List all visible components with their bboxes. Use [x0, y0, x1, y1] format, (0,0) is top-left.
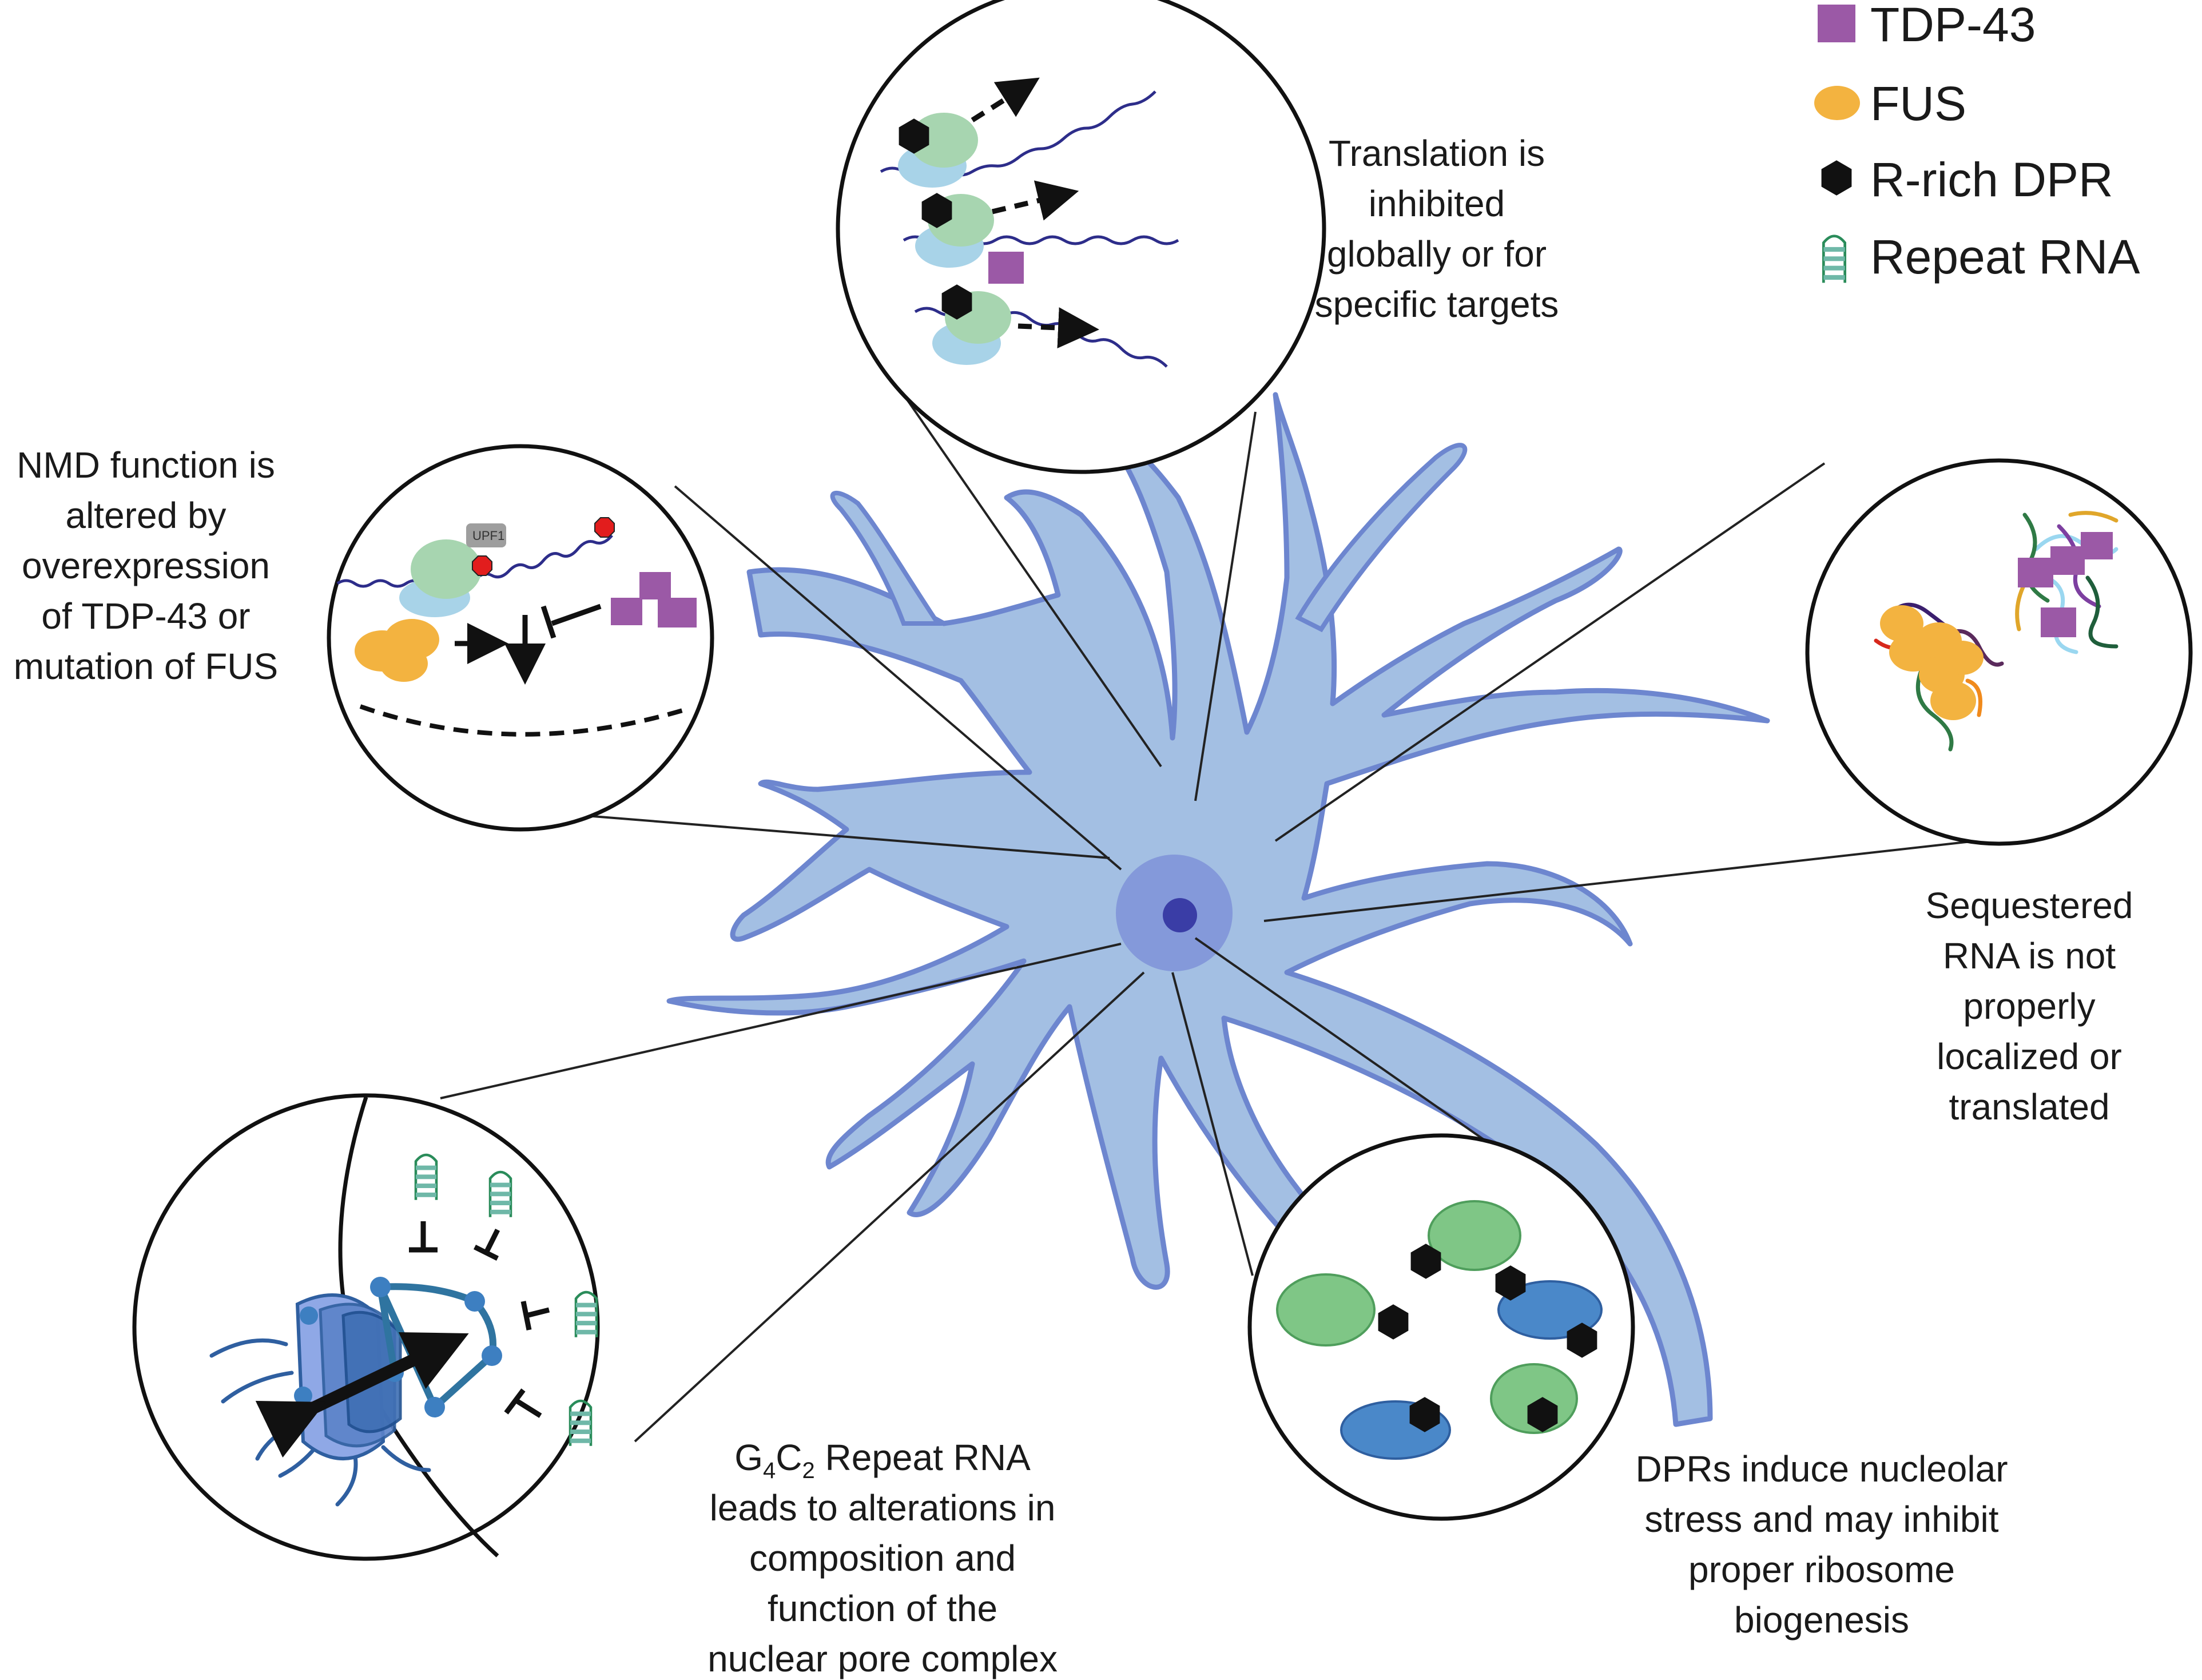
repeat-rna-swatch: [1823, 236, 1845, 283]
stop-codon-icon: [472, 555, 492, 576]
nuclear-pore-inset: [132, 1093, 600, 1561]
legend-repeat-rna: Repeat RNA: [1870, 230, 2140, 284]
svg-text:Sequestered: Sequestered: [1926, 885, 2133, 926]
transport-arrow: [255, 1332, 469, 1458]
sequestered-inset: [1805, 458, 2193, 846]
svg-text:leads to alterations in: leads to alterations in: [710, 1487, 1056, 1528]
caption-nmd: NMD function is altered by overexpressio…: [14, 444, 278, 687]
upf1-icon: [466, 523, 506, 547]
legend: TDP-43 FUS R-rich DPR Repeat RNA: [1814, 0, 2140, 284]
upf1-label: UPF1: [472, 529, 504, 543]
svg-text:specific targets: specific targets: [1315, 284, 1559, 325]
tdp43-icon: [2018, 532, 2113, 637]
svg-text:composition and: composition and: [749, 1538, 1016, 1579]
svg-text:localized or: localized or: [1937, 1036, 2122, 1077]
caption-translation: Translation is inhibited globally or for…: [1315, 133, 1559, 325]
dendrite-top-right: [1295, 443, 1468, 633]
legend-rdpr: R-rich DPR: [1870, 153, 2113, 206]
svg-text:translated: translated: [1949, 1086, 2109, 1127]
caption-sequestered: Sequestered RNA is not properly localize…: [1926, 885, 2133, 1127]
svg-text:of TDP-43 or: of TDP-43 or: [41, 595, 250, 637]
neuron: [666, 392, 1770, 1427]
inhibition-icon: [409, 1221, 550, 1418]
nucleolus: [1163, 898, 1197, 932]
callout-lines: [440, 394, 2002, 1443]
svg-text:nuclear pore complex: nuclear pore complex: [707, 1638, 1058, 1679]
svg-text:G4C2 Repeat RNA: G4C2 Repeat RNA: [734, 1437, 1031, 1483]
svg-text:altered by: altered by: [65, 495, 226, 536]
tdp43-icon: [988, 252, 1024, 284]
svg-text:globally or for: globally or for: [1327, 233, 1547, 275]
svg-text:overexpression: overexpression: [22, 545, 270, 586]
svg-text:proper ribosome: proper ribosome: [1688, 1549, 1955, 1590]
r-rich-dpr-swatch: [1821, 160, 1852, 196]
tdp43-icon: [611, 572, 697, 627]
svg-text:properly: properly: [1963, 986, 2095, 1027]
svg-text:RNA is not: RNA is not: [1943, 935, 2116, 976]
caption-g4c2: G4C2 Repeat RNA leads to alterations in …: [707, 1437, 1058, 1679]
svg-text:inhibited: inhibited: [1369, 183, 1505, 224]
translation-inset: [836, 0, 1326, 474]
nmd-inset: UPF1: [327, 444, 714, 832]
svg-text:function of the: function of the: [768, 1588, 997, 1629]
inhibition-icon: [540, 603, 602, 639]
svg-text:NMD function is: NMD function is: [17, 444, 275, 486]
tdp43-swatch: [1818, 5, 1855, 42]
svg-text:mutation of FUS: mutation of FUS: [14, 646, 278, 687]
fus-swatch: [1814, 86, 1860, 120]
nucleolar-inset: [1247, 1133, 1635, 1521]
svg-text:biogenesis: biogenesis: [1734, 1599, 1909, 1641]
legend-tdp43: TDP-43: [1870, 0, 2036, 51]
fus-icon: [1880, 605, 1984, 720]
stop-codon-icon: [594, 517, 615, 538]
svg-text:stress and may inhibit: stress and may inhibit: [1645, 1499, 1999, 1540]
fus-icon: [355, 619, 439, 682]
ribosomal-protein-green: [1276, 1200, 1578, 1434]
dendrite-left: [830, 491, 943, 626]
ribosomal-protein-blue: [1340, 1280, 1603, 1460]
translation-arrows: [971, 77, 1099, 349]
svg-text:Translation is: Translation is: [1329, 133, 1545, 174]
legend-fus: FUS: [1870, 77, 1966, 130]
svg-text:DPRs induce nucleolar: DPRs induce nucleolar: [1636, 1448, 2008, 1490]
caption-dpr: DPRs induce nucleolar stress and may inh…: [1636, 1448, 2008, 1641]
